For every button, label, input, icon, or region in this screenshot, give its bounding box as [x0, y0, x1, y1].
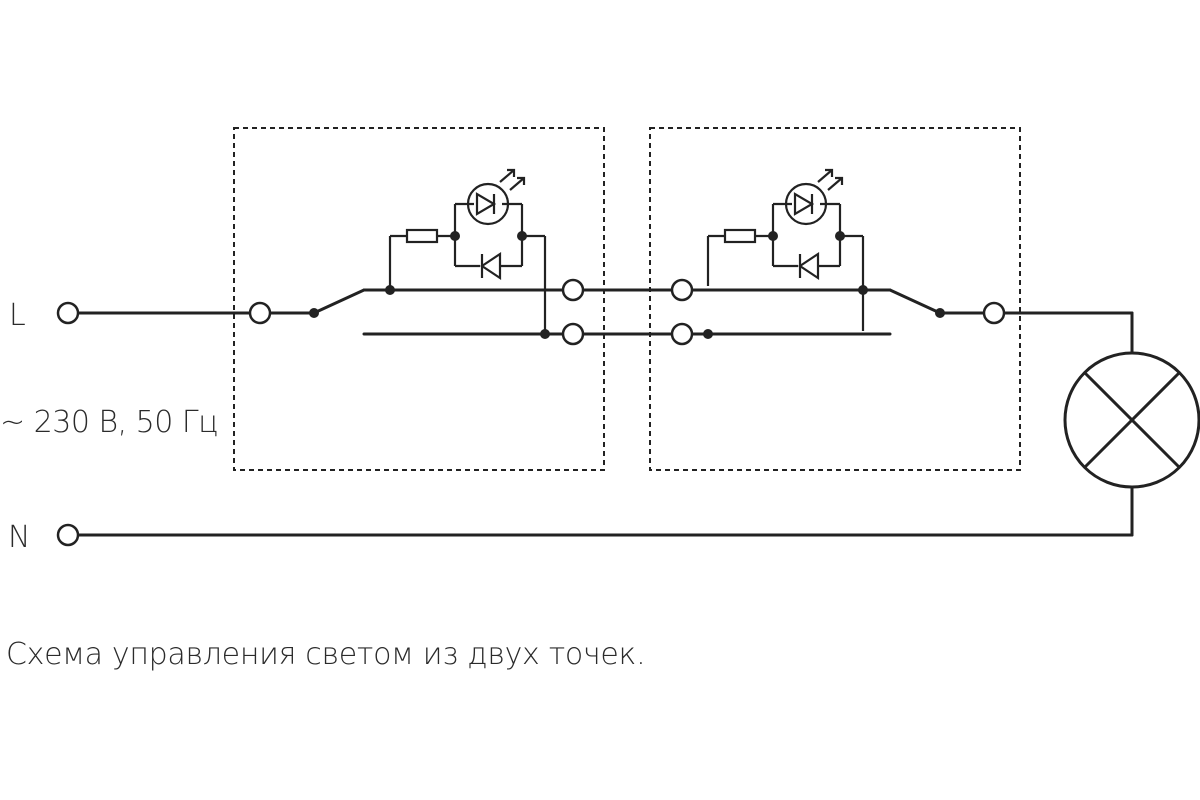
switch-box-left	[233, 127, 605, 471]
supply-voltage-label: ~ 230 В, 50 Гц	[0, 405, 219, 440]
terminal-N	[56, 523, 80, 547]
neutral-label: N	[8, 520, 31, 555]
phase-label: L	[9, 298, 26, 333]
indicator-circuit-right	[706, 168, 865, 333]
diagram-caption: Схема управления светом из двух точек.	[6, 637, 646, 672]
terminal-L	[56, 301, 80, 325]
indicator-circuit-left	[388, 168, 547, 333]
switch-box-right	[649, 127, 1021, 471]
lamp-icon	[1063, 351, 1200, 489]
